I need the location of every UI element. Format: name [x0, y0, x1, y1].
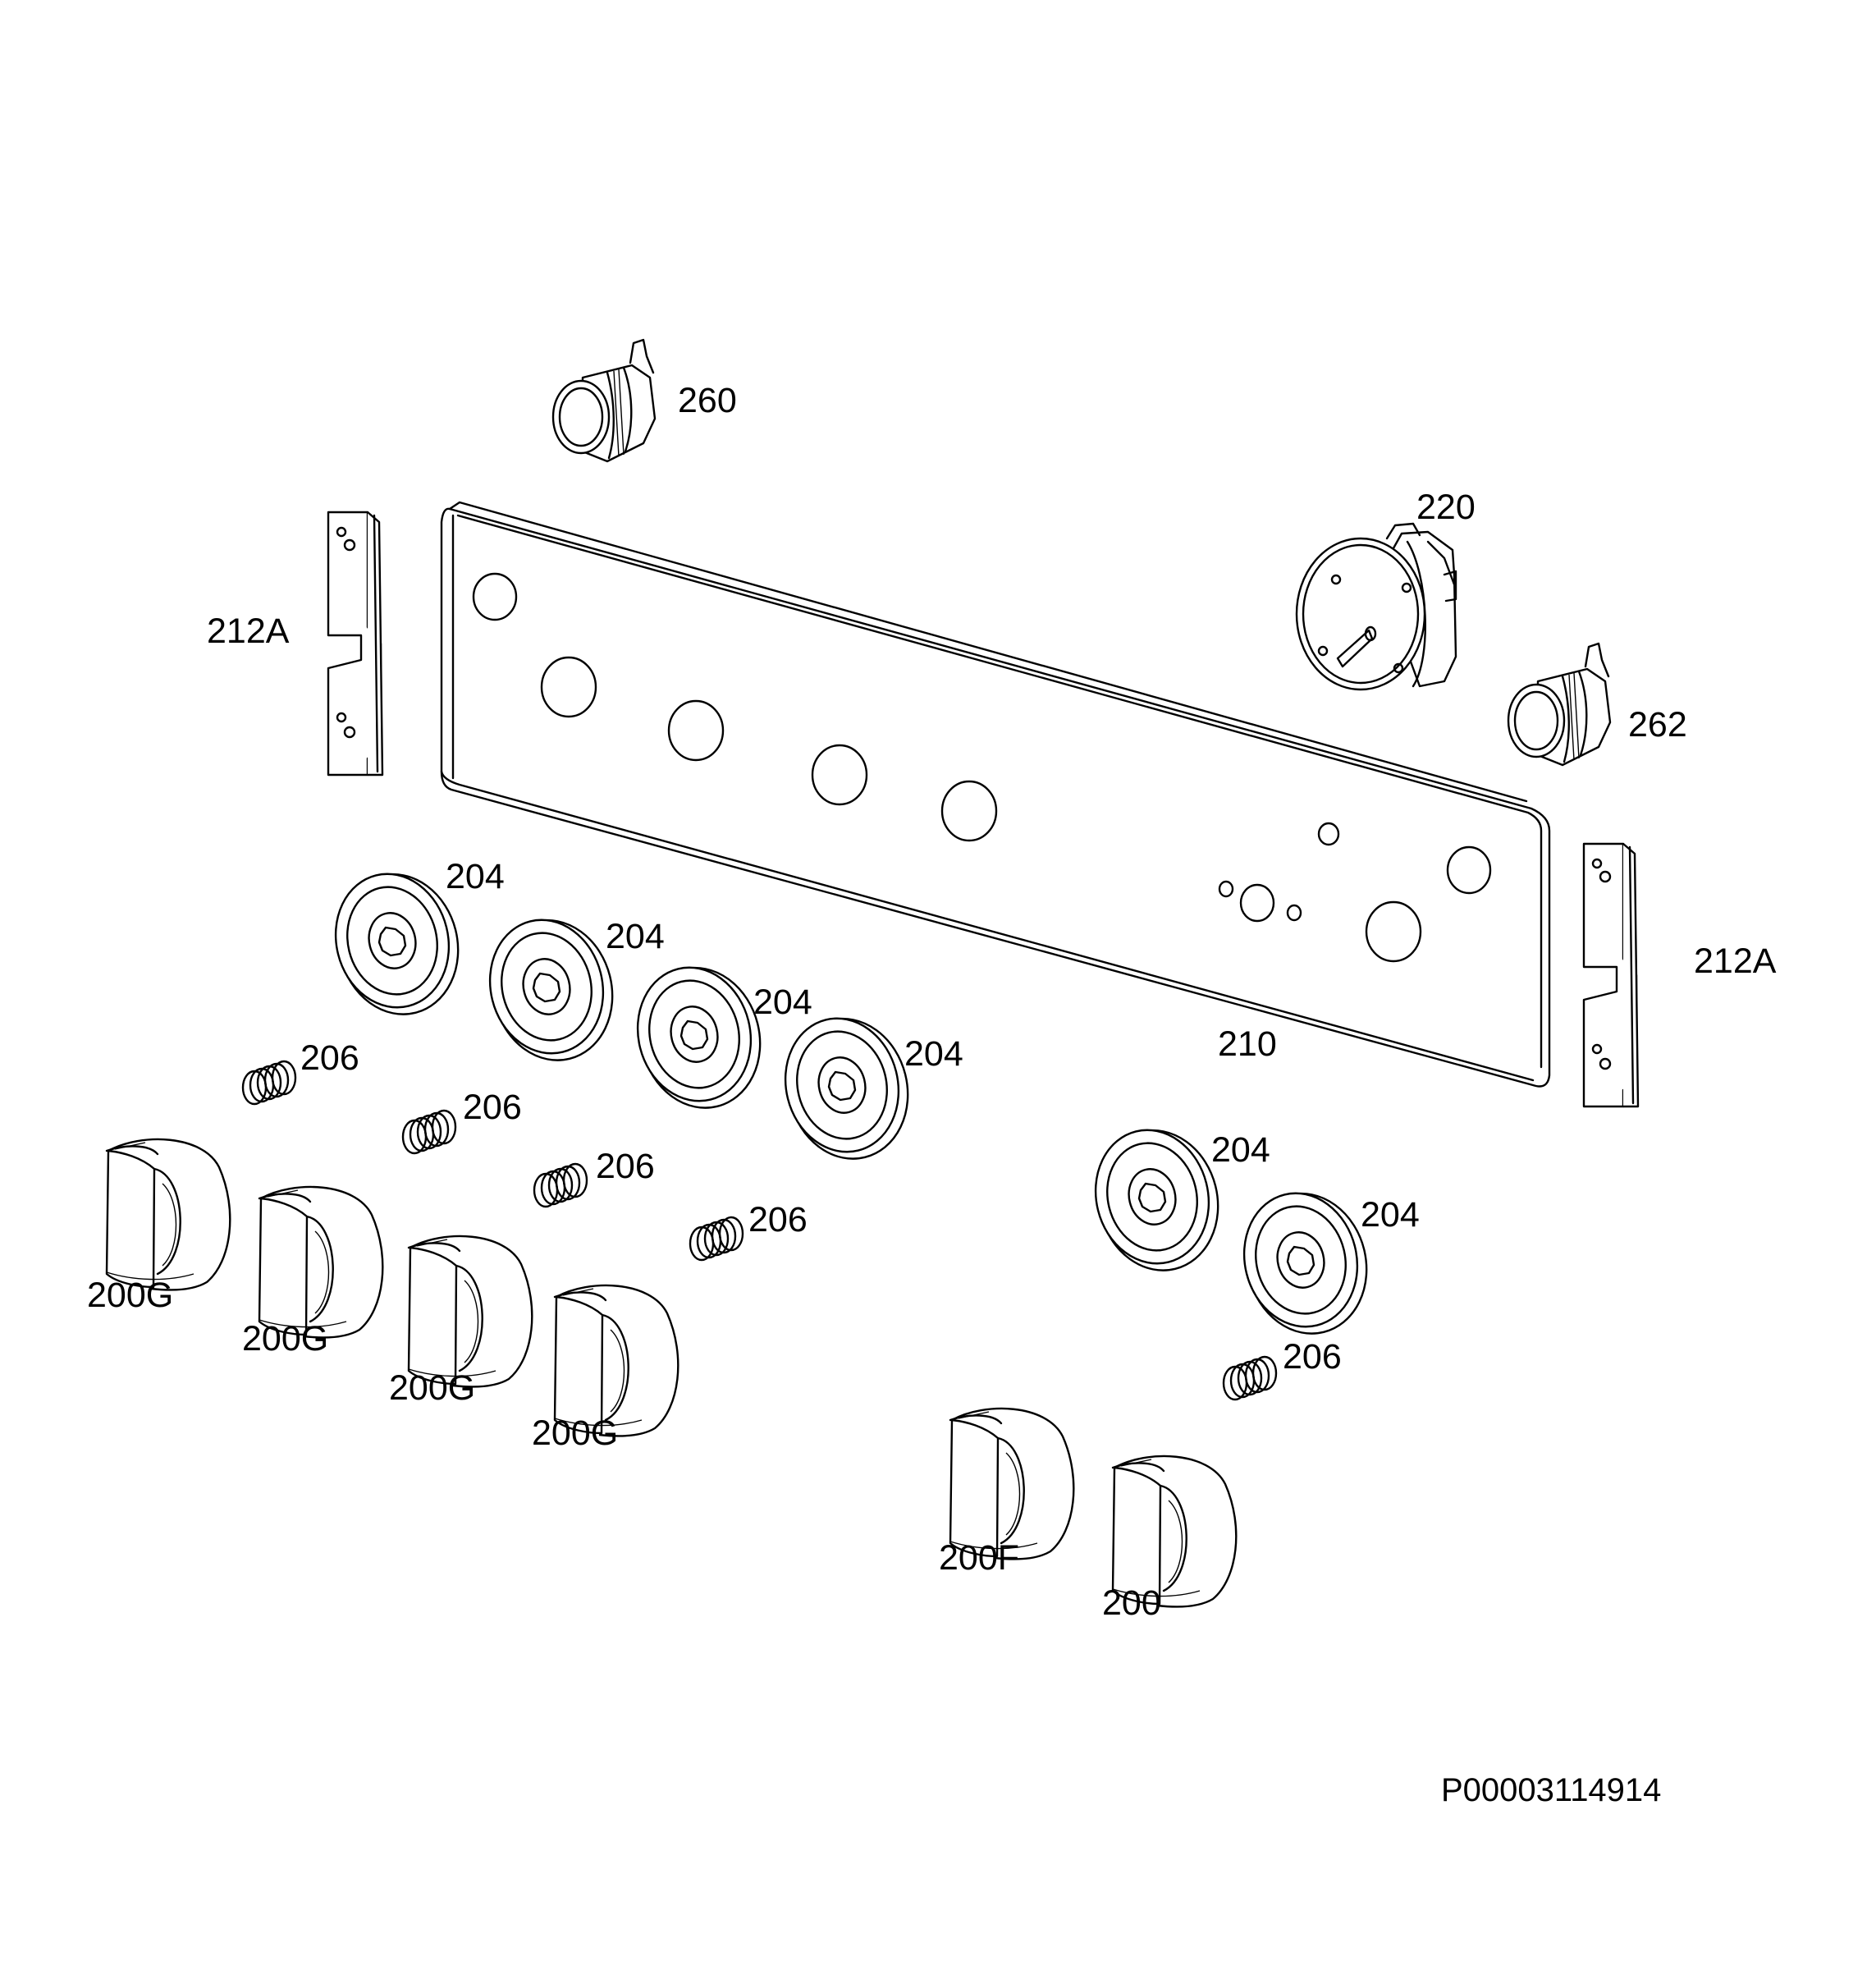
- spring-206-4: [689, 1216, 744, 1262]
- indicator-lamp-260: [551, 338, 657, 463]
- label-262: 262: [1628, 705, 1687, 744]
- label-200g-1: 200G: [87, 1276, 173, 1315]
- label-204-6: 204: [1361, 1195, 1420, 1235]
- indicator-lamp-262: [1507, 642, 1612, 767]
- label-212a-left: 212A: [207, 612, 290, 651]
- label-200g-4: 200G: [532, 1413, 618, 1453]
- spring-206-5: [1222, 1355, 1278, 1401]
- label-200g-2: 200G: [242, 1319, 328, 1358]
- label-206-2: 206: [463, 1088, 522, 1127]
- label-204-1: 204: [446, 857, 505, 896]
- side-bracket-left: [327, 511, 384, 777]
- spring-206-3: [533, 1162, 588, 1208]
- label-204-4: 204: [904, 1034, 963, 1074]
- spring-206-1: [241, 1060, 297, 1106]
- label-204-2: 204: [606, 917, 665, 956]
- reference-code: P00003114914: [1441, 1772, 1661, 1808]
- thermostat-220: [1295, 522, 1457, 691]
- knob-200g-1: [105, 1138, 231, 1291]
- control-panel: [440, 501, 1551, 1088]
- label-206-3: 206: [596, 1147, 655, 1186]
- label-200: 200: [1102, 1583, 1161, 1623]
- spring-206-2: [401, 1109, 457, 1155]
- label-204-3: 204: [753, 983, 812, 1022]
- knob-200f: [949, 1407, 1075, 1560]
- label-220: 220: [1416, 488, 1476, 527]
- knob-200g-2: [258, 1185, 384, 1339]
- label-206-1: 206: [300, 1038, 359, 1078]
- bezel-204-5: [1080, 1116, 1234, 1285]
- bezel-204-4: [770, 1005, 924, 1173]
- label-200f: 200F: [939, 1538, 1019, 1578]
- bezel-204-6: [1229, 1180, 1383, 1348]
- label-200g-3: 200G: [389, 1368, 475, 1408]
- label-206-5: 206: [1283, 1337, 1342, 1377]
- side-bracket-right: [1582, 842, 1640, 1108]
- label-260: 260: [678, 381, 737, 420]
- bezel-204-2: [474, 906, 629, 1074]
- label-212a-right: 212A: [1694, 941, 1777, 981]
- label-204-5: 204: [1211, 1130, 1270, 1170]
- bezel-204-3: [622, 954, 776, 1122]
- label-210: 210: [1218, 1024, 1277, 1064]
- label-206-4: 206: [748, 1200, 808, 1239]
- knob-200g-3: [407, 1235, 533, 1388]
